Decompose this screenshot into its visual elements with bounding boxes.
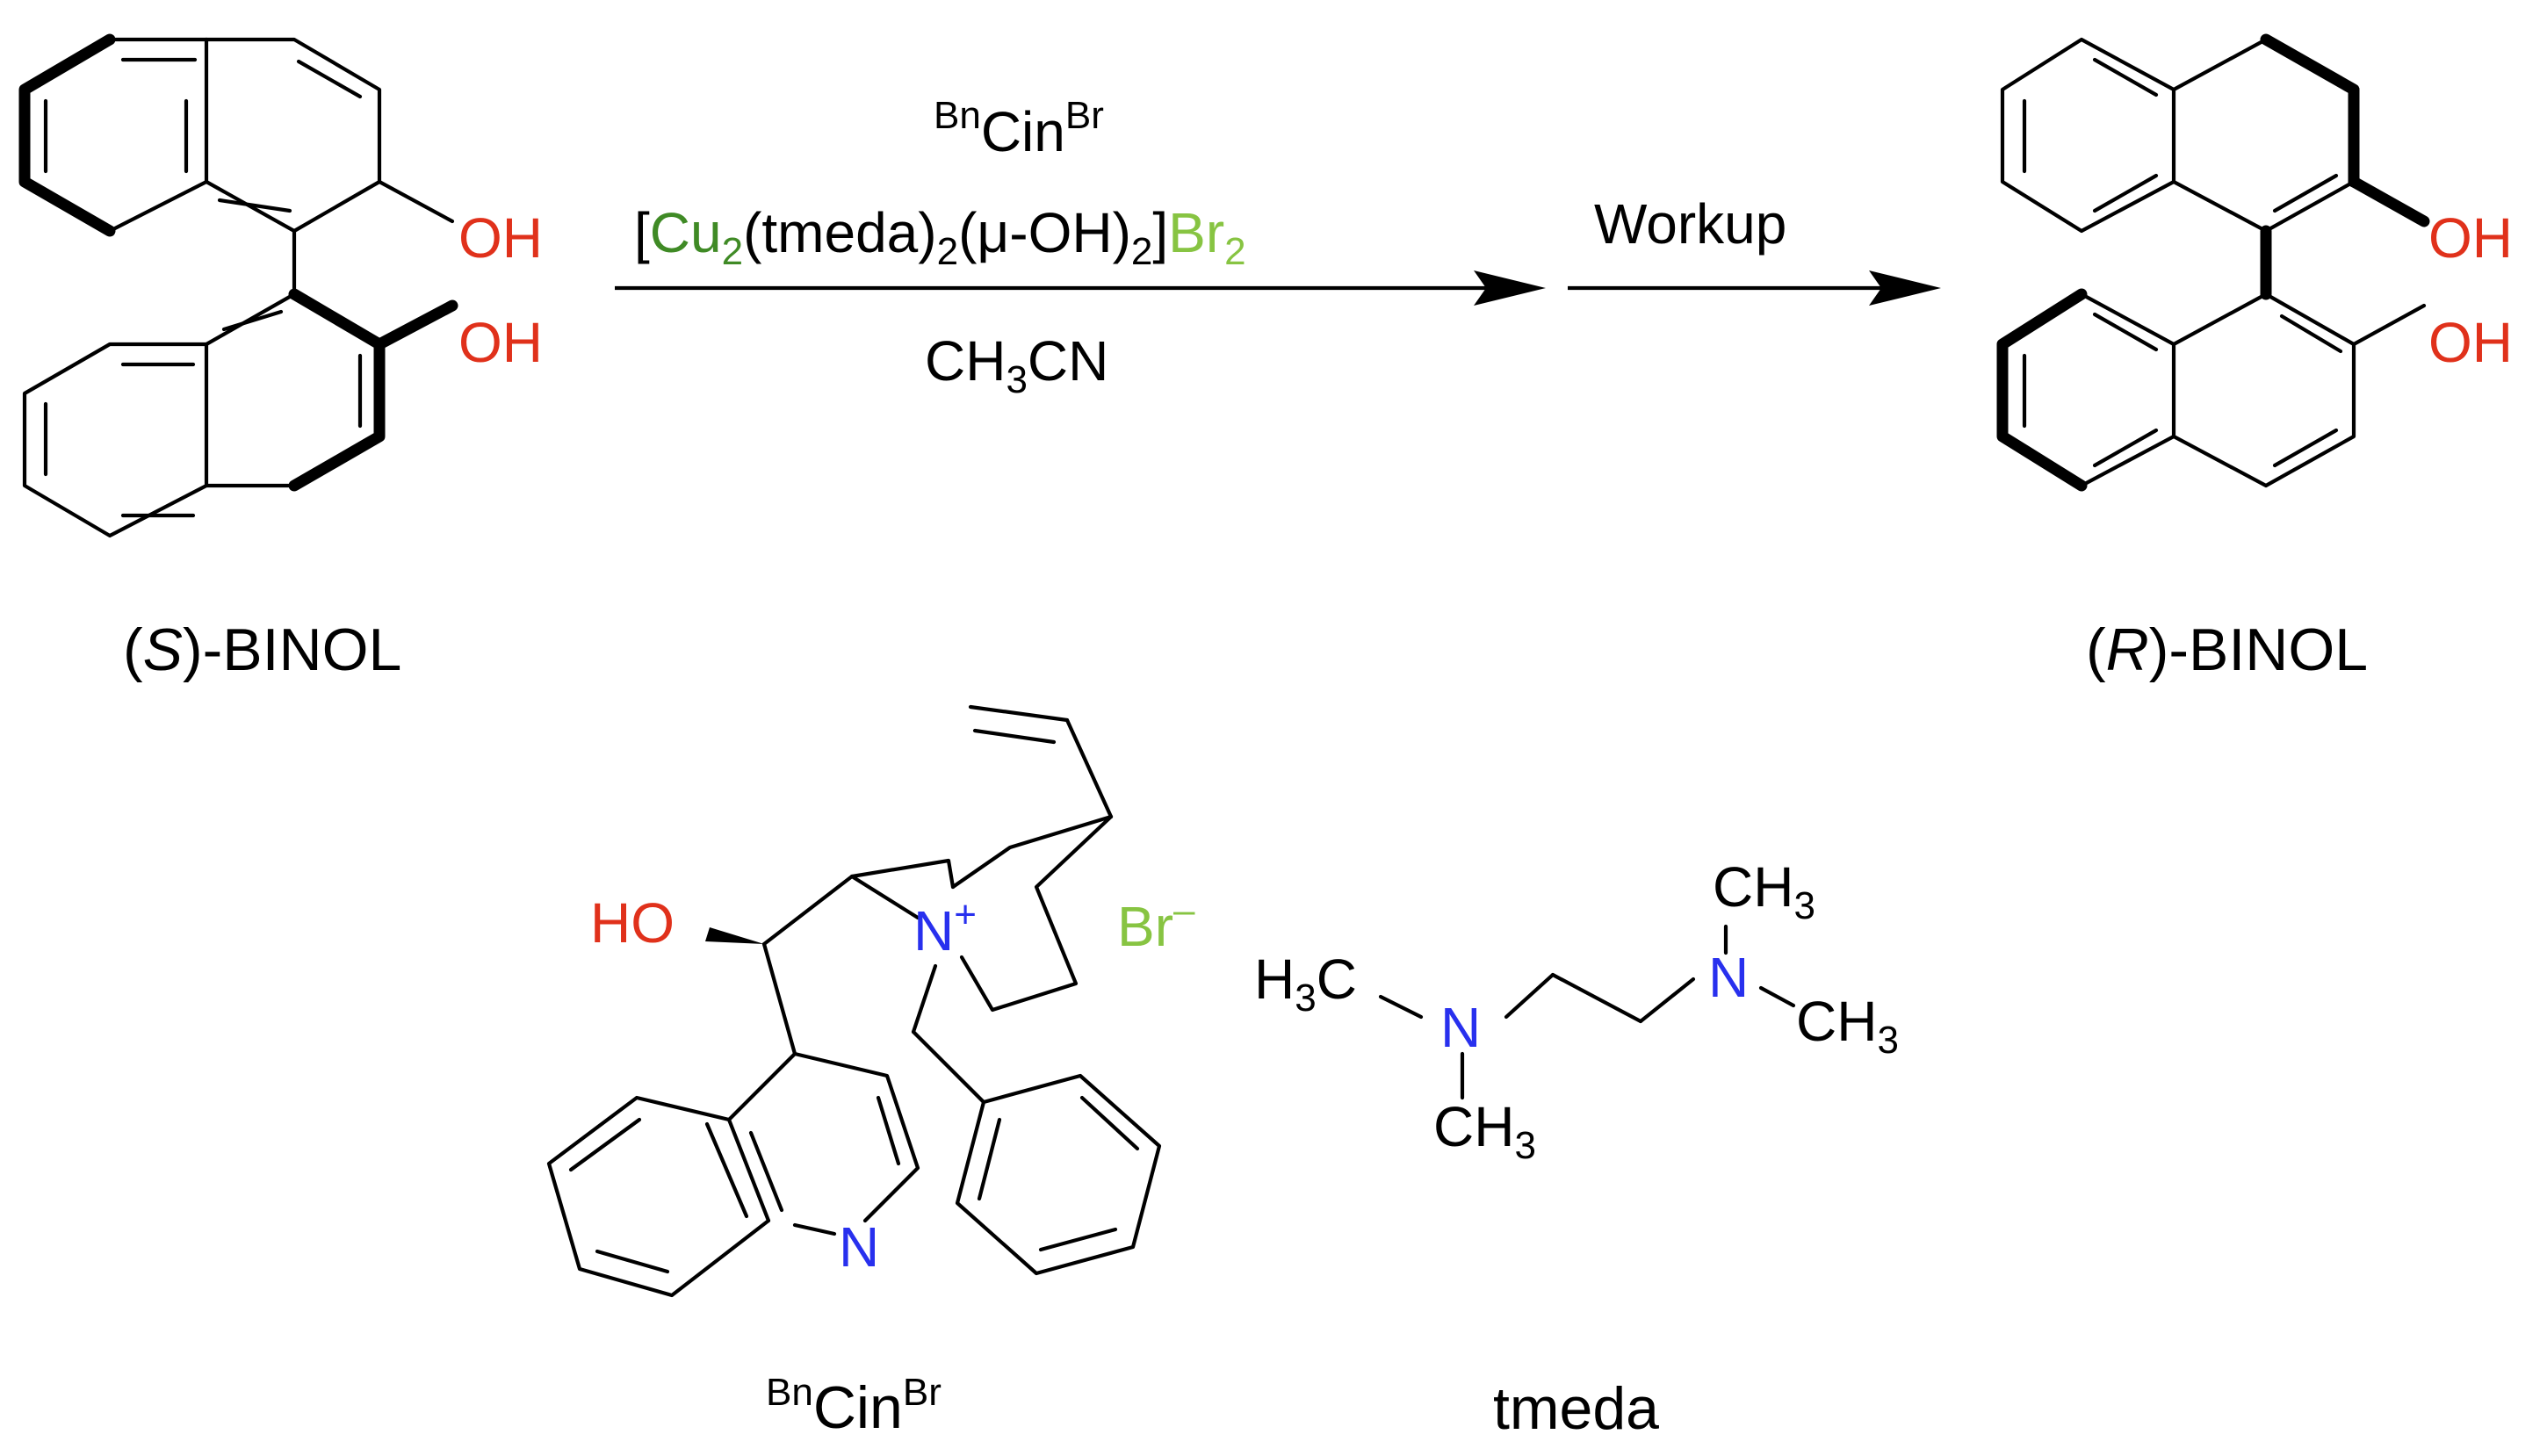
- workup-label: Workup: [1594, 192, 1786, 256]
- tmeda-n-left: N: [1440, 996, 1481, 1059]
- step1-conditions: BnCinBr [Cu2(tmeda)2(μ-OH)2]Br2 CH3CN: [615, 94, 1546, 401]
- r-binol-oh-top: OH: [2428, 206, 2513, 270]
- step1-arrow-head: [1474, 270, 1546, 306]
- bncinbr-caption: BnCinBr: [766, 1371, 942, 1441]
- step2-conditions: Workup: [1568, 192, 1941, 306]
- r-binol-caption: (R)-BINOL: [2086, 616, 2368, 683]
- r-binol-structure: OH OH (R)-BINOL: [1996, 33, 2513, 683]
- tmeda-h3c-left: H3C: [1254, 948, 1357, 1020]
- solvent-label: CH3CN: [925, 329, 1108, 401]
- step2-arrow-head: [1869, 270, 1941, 306]
- bromide-label: Br–: [1117, 889, 1195, 958]
- tmeda-ch3-bottom: CH3: [1433, 1095, 1536, 1167]
- tmeda-n-right: N: [1708, 946, 1749, 1009]
- tmeda-ch3-right: CH3: [1796, 990, 1899, 1062]
- s-binol-caption: (S)-BINOL: [123, 616, 401, 683]
- quinoline-n-label: N: [839, 1215, 879, 1279]
- s-binol-oh-top: OH: [458, 206, 543, 270]
- tmeda-structure: CH3 N CH3 H3C N CH3 tmeda: [1254, 855, 1899, 1442]
- r-binol-oh-bottom: OH: [2428, 311, 2513, 374]
- tmeda-ch3-top: CH3: [1713, 855, 1815, 927]
- tmeda-caption: tmeda: [1493, 1375, 1659, 1442]
- catalyst-label: BnCinBr: [934, 94, 1104, 163]
- s-binol-structure: OH OH (S)-BINOL: [18, 33, 543, 683]
- bncinbr-structure: HO N+ Br– N BnCinBr: [546, 704, 1195, 1441]
- ho-label: HO: [590, 891, 675, 955]
- ammonium-n-label: N+: [913, 893, 977, 962]
- s-binol-oh-bottom: OH: [458, 311, 543, 374]
- ho-wedge: [705, 927, 764, 944]
- copper-complex-label: [Cu2(tmeda)2(μ-OH)2]Br2: [634, 201, 1246, 273]
